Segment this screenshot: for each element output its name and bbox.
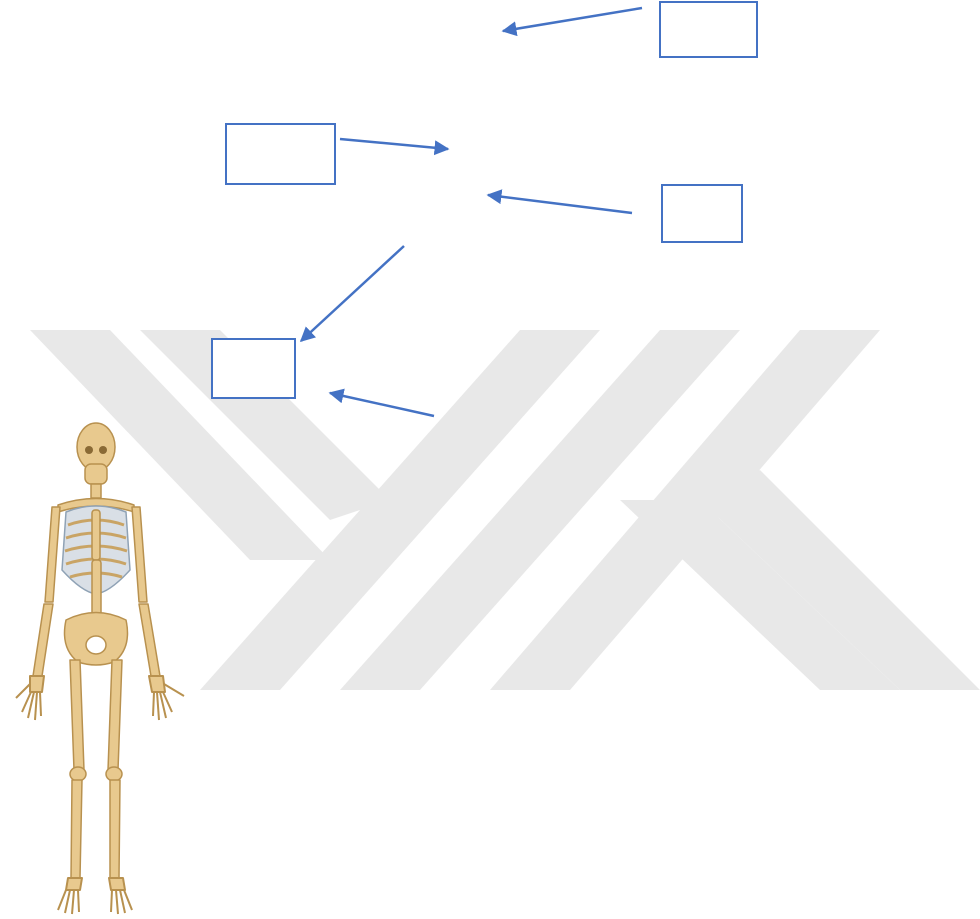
label-box-2[interactable] <box>225 123 336 185</box>
forearm-right <box>33 604 53 676</box>
skeleton-illustration <box>16 423 184 914</box>
tibia-left <box>110 780 120 878</box>
tibia-right <box>71 780 82 878</box>
humerus-left <box>132 507 147 602</box>
forearm-left <box>139 604 160 676</box>
femur-right <box>70 660 84 770</box>
label-box-3[interactable] <box>661 184 743 243</box>
arrow-4 <box>301 246 404 341</box>
jaw <box>85 464 107 484</box>
foot-left <box>109 878 132 914</box>
femur-left <box>108 660 122 770</box>
hand-right <box>16 676 44 720</box>
foot-right <box>58 878 82 914</box>
arrow-3 <box>488 195 632 213</box>
watermark-logo <box>30 330 980 690</box>
arrow-5 <box>330 393 434 416</box>
arrows <box>301 8 642 416</box>
arrow-1 <box>503 8 642 31</box>
label-box-1[interactable] <box>659 1 758 58</box>
hand-left <box>149 676 184 720</box>
label-box-4[interactable] <box>211 338 296 399</box>
arrow-2 <box>340 139 448 149</box>
sternum <box>92 510 100 560</box>
spine <box>92 560 101 618</box>
humerus-right <box>45 507 60 602</box>
